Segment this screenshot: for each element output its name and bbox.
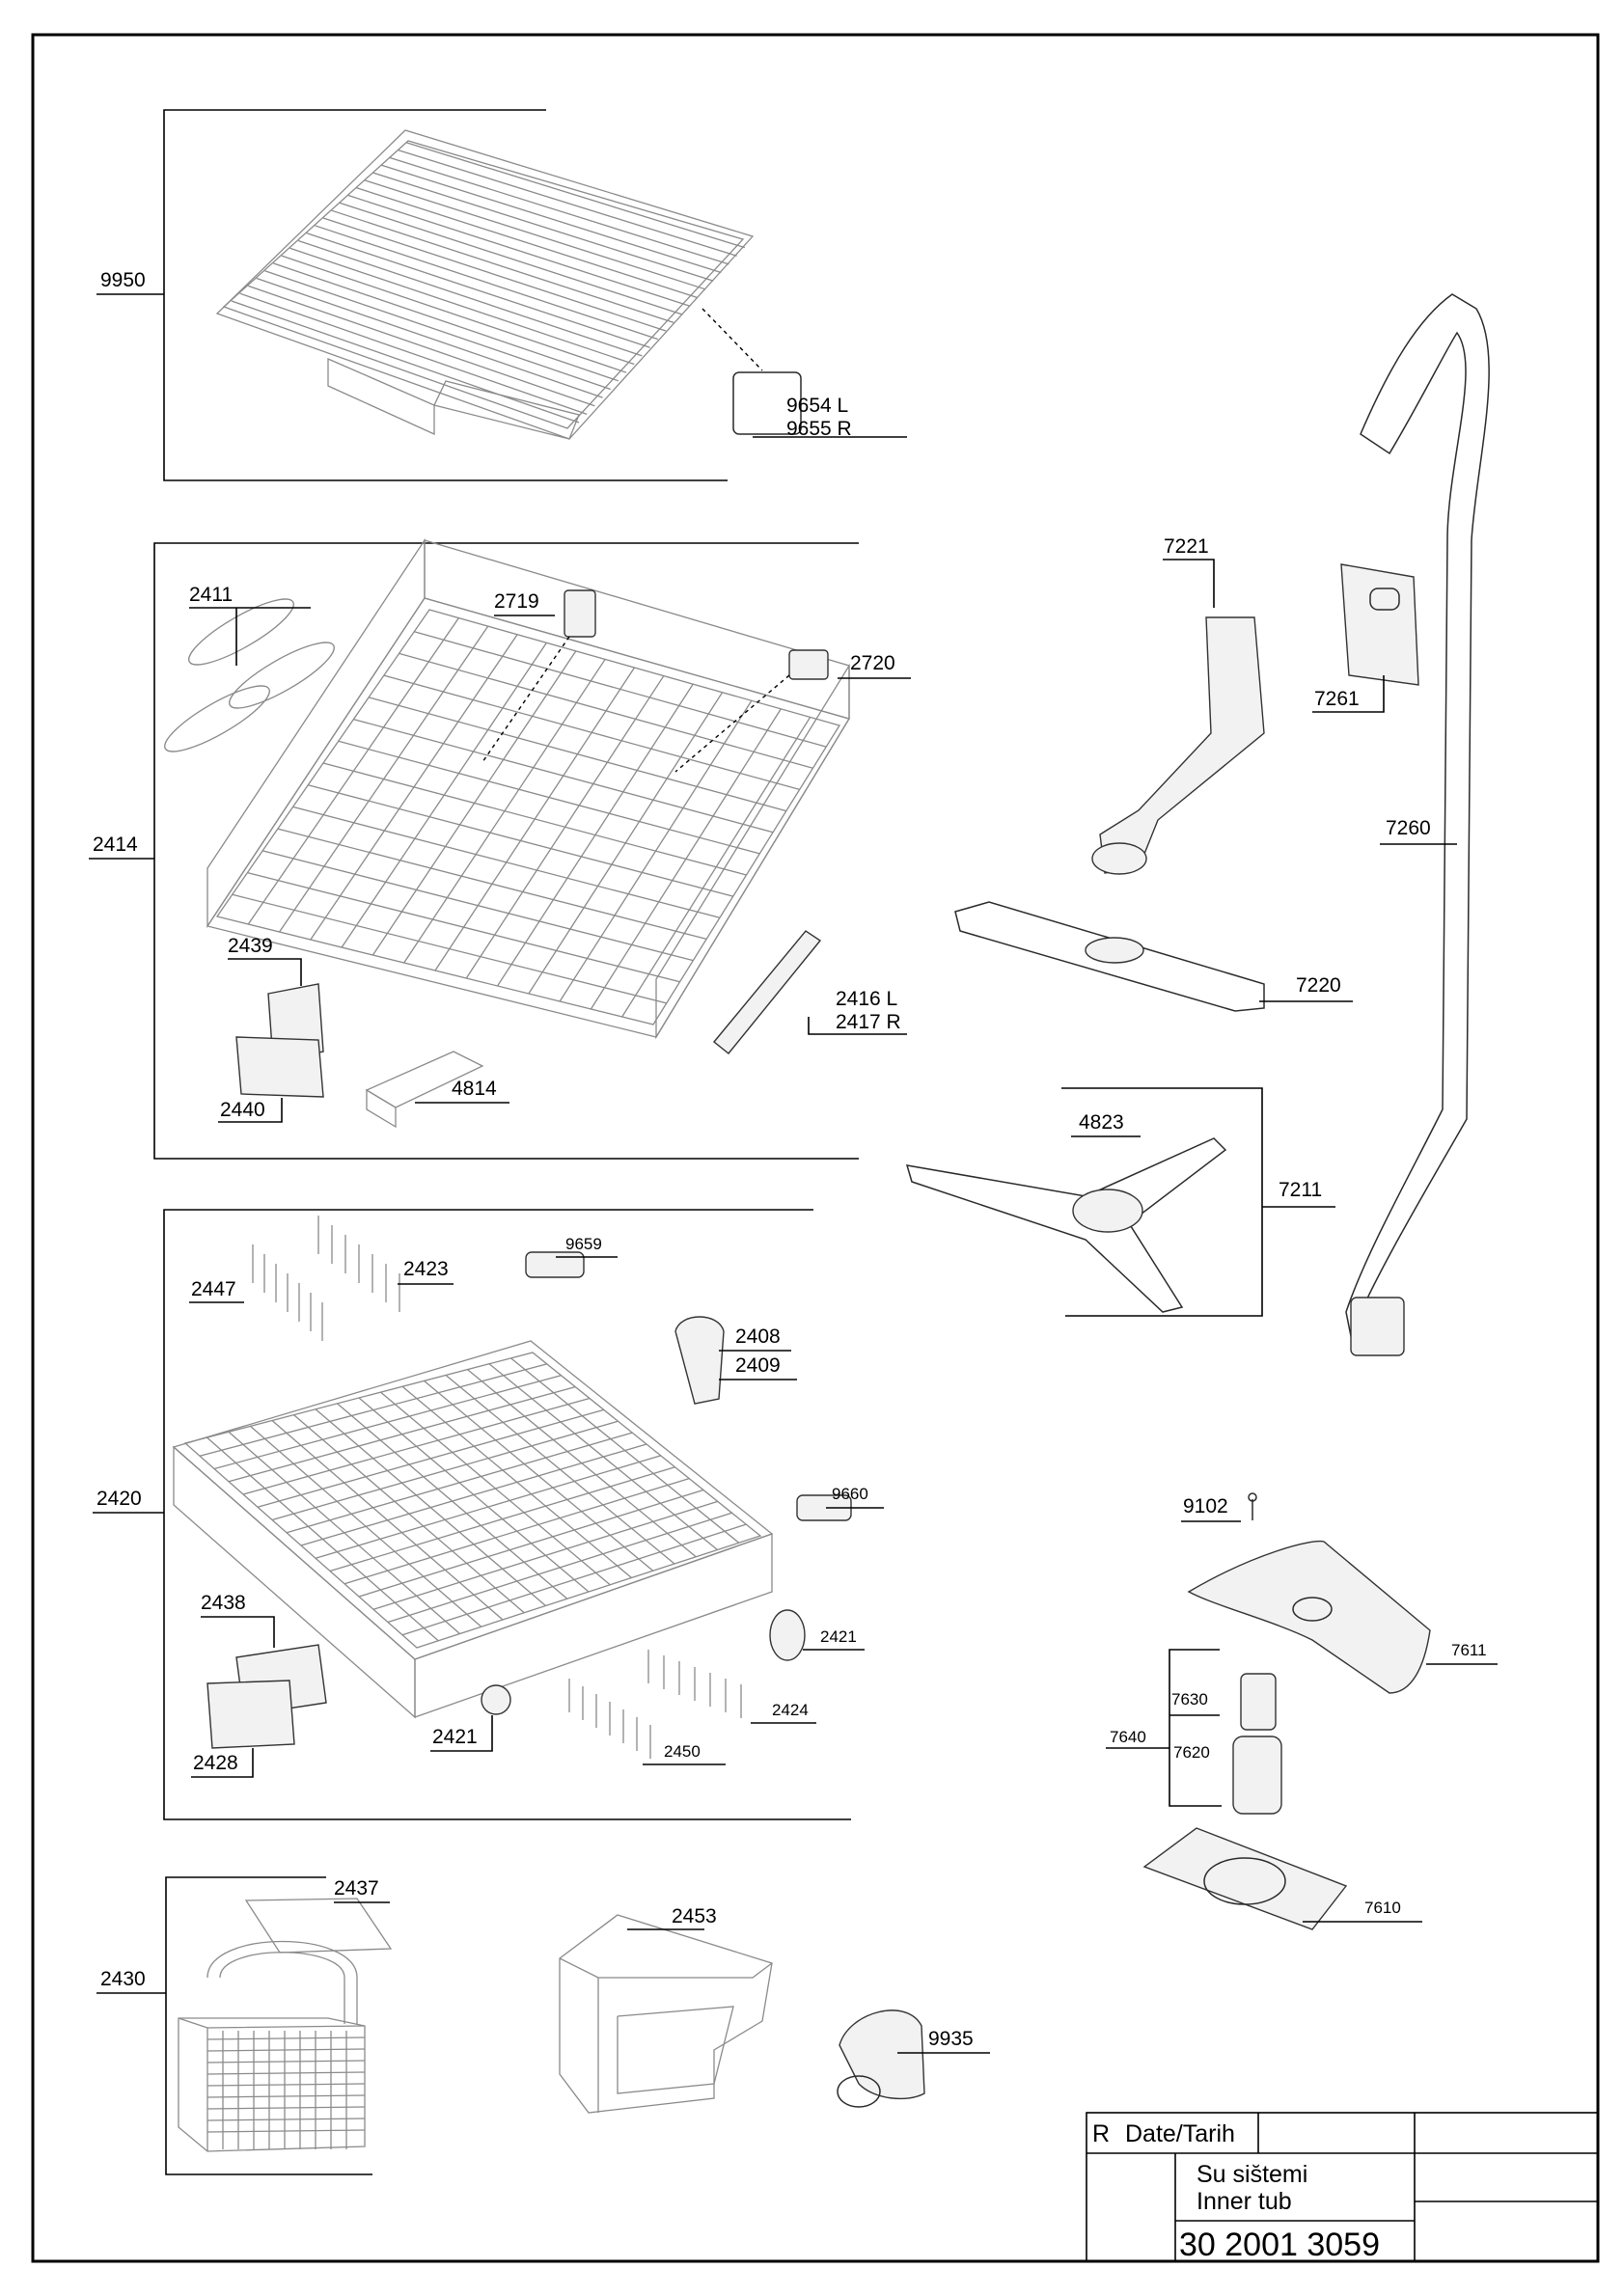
label-2720: 2720 [850,652,895,674]
label-9935: 9935 [928,2028,974,2050]
label-7630: 7630 [1171,1690,1208,1708]
label-2417: 2417 R [836,1011,901,1033]
label-7611: 7611 [1451,1641,1487,1659]
label-7620: 7620 [1173,1743,1210,1762]
title-date-label: Date/Tarih [1125,2120,1235,2147]
label-9659: 9659 [565,1235,602,1253]
title-text-tr: Su sis̆temi [1197,2161,1307,2188]
label-2421-bottom: 2421 [432,1726,478,1748]
label-2447: 2447 [191,1278,236,1300]
label-7610: 7610 [1364,1899,1401,1917]
label-2411: 2411 [189,584,233,606]
label-4814: 4814 [452,1078,497,1100]
label-2428: 2428 [193,1752,238,1774]
title-text-en: Inner tub [1197,2188,1292,2215]
part-2453-group: 2453 [559,1905,773,2114]
label-7260: 7260 [1386,817,1431,839]
label-2438: 2438 [201,1592,246,1614]
label-2719: 2719 [494,590,539,613]
upper-basket-group: 2414 2411 2719 2720 [89,537,911,1160]
label-2423: 2423 [403,1258,449,1280]
label-7261: 7261 [1314,688,1360,710]
label-2420: 2420 [96,1488,142,1510]
label-2440: 2440 [220,1099,265,1121]
label-2414: 2414 [93,834,138,856]
label-7640: 7640 [1110,1728,1146,1746]
cutlery-tray-group: 9950 9654 L 9655 R [96,109,907,481]
label-4823: 4823 [1079,1111,1124,1134]
label-7211: 7211 [1279,1179,1322,1201]
label-2421-right: 2421 [820,1627,857,1646]
label-2424: 2424 [772,1701,809,1719]
label-2453: 2453 [672,1905,717,1927]
label-7221: 7221 [1164,535,1209,558]
label-2450: 2450 [664,1742,701,1761]
label-2416: 2416 L [836,988,897,1010]
drawing-number: 30 2001 3059 [1179,2227,1380,2263]
title-rev-label: R [1092,2120,1110,2147]
lower-basket-group: 2420 2447 2423 9659 2408 2409 9660 [93,1209,884,1820]
label-9660: 9660 [832,1485,868,1503]
label-9950: 9950 [100,269,146,291]
label-9655: 9655 R [786,418,852,440]
label-2437: 2437 [334,1877,379,1900]
label-2408: 2408 [735,1326,781,1348]
title-block: R Date/Tarih Su sis̆temi Inner tub 30 20… [1086,2112,1599,2263]
label-2430: 2430 [100,1968,146,1990]
part-9935-group: 9935 [837,2009,990,2108]
label-2409: 2409 [735,1354,781,1377]
filter-group: 9102 7611 7630 7620 7640 7610 [1106,1492,1498,1930]
label-7220: 7220 [1296,974,1341,997]
label-9654: 9654 L [786,395,848,417]
drawing-frame [31,33,1600,2263]
label-9102: 9102 [1183,1495,1228,1517]
label-2439: 2439 [228,935,273,957]
cutlery-basket-group: 2430 2437 [96,1876,393,2175]
spray-system-group: 7260 7261 7221 7220 7211 4823 [905,293,1490,1356]
